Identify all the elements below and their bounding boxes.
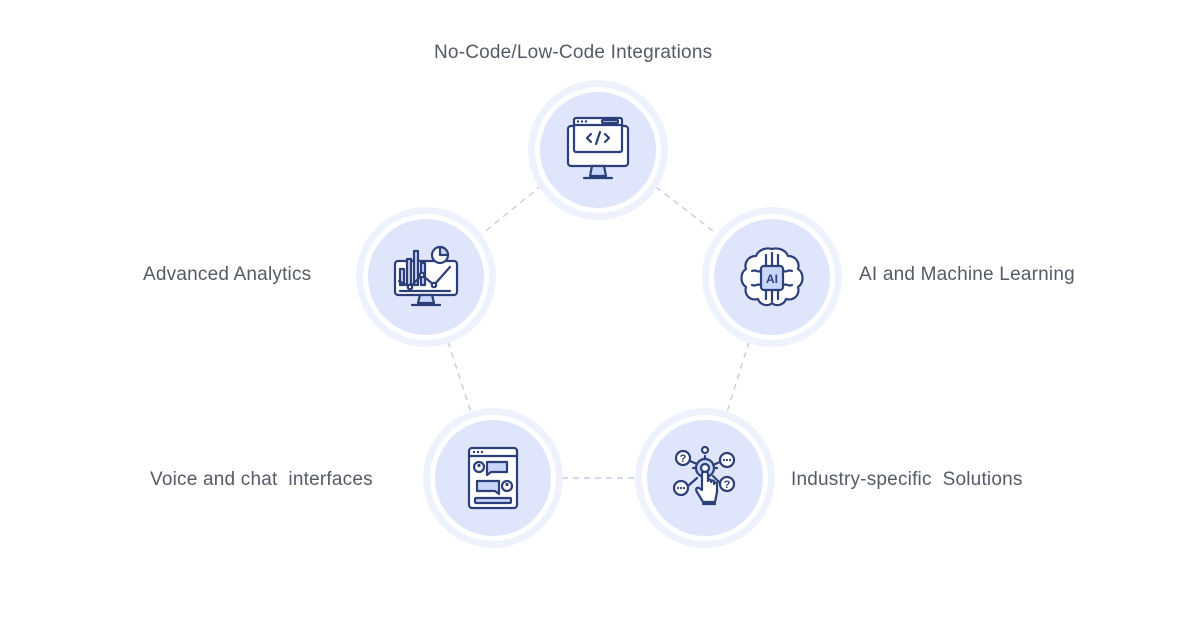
svg-text:?: ? bbox=[724, 479, 731, 491]
label-ai-ml: AI and Machine Learning bbox=[859, 264, 1075, 285]
connector-top-right bbox=[655, 186, 718, 235]
label-voice-chat: Voice and chat interfaces bbox=[150, 469, 373, 490]
node-advanced-analytics bbox=[356, 207, 496, 347]
connector-left-bottomleft bbox=[447, 341, 472, 413]
label-advanced-analytics: Advanced Analytics bbox=[143, 264, 312, 285]
node-ai-ml: AI bbox=[702, 207, 842, 347]
ai-chip-text: AI bbox=[766, 272, 778, 286]
label-no-code: No-Code/Low-Code Integrations bbox=[434, 42, 713, 63]
node-no-code bbox=[528, 80, 668, 220]
analytics-monitor-icon bbox=[393, 245, 459, 307]
code-monitor-icon bbox=[566, 116, 630, 180]
gear-questions-icon: ? ? bbox=[672, 445, 736, 506]
chat-window-icon bbox=[467, 446, 519, 510]
connector-top-left bbox=[481, 184, 543, 235]
label-industry-solutions: Industry-specific Solutions bbox=[791, 469, 1023, 490]
node-voice-chat bbox=[423, 408, 563, 548]
svg-text:?: ? bbox=[680, 453, 687, 465]
ai-brain-icon: AI bbox=[740, 247, 804, 307]
connector-right-bottomright bbox=[726, 341, 750, 413]
node-industry-solutions: ? ? bbox=[635, 408, 775, 548]
